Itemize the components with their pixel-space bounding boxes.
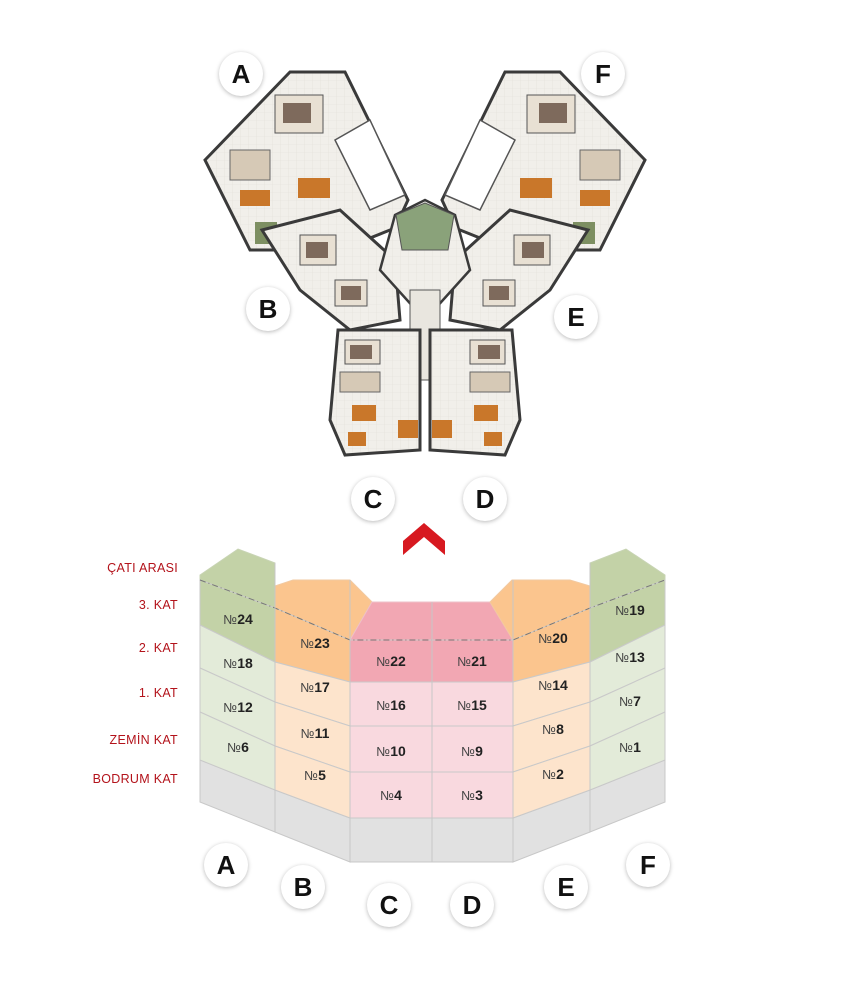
unit-label-19: №19 [615, 602, 645, 618]
diagram-wing-label-c: C [367, 883, 411, 927]
diagram-wing-label-e: E [544, 865, 588, 909]
wing-e-plan [448, 208, 591, 332]
plan-wing-label-a: A [219, 52, 263, 96]
unit-label-2: №2 [542, 766, 564, 782]
plan-wing-label-e: E [554, 295, 598, 339]
unit-label-9: №9 [461, 743, 483, 759]
up-arrow-icon [403, 523, 445, 555]
floor-label-cati-arasi: ÇATI ARASI [107, 561, 178, 575]
plan-wing-label-c: C [351, 477, 395, 521]
unit-label-4: №4 [380, 787, 402, 803]
unit-label-22: №22 [376, 653, 406, 669]
wing-c-plan [328, 328, 422, 457]
unit-label-11: №11 [301, 725, 330, 741]
diagram-wing-label-b: B [281, 865, 325, 909]
unit-label-23: №23 [300, 635, 330, 651]
unit-label-13: №13 [615, 649, 645, 665]
wing-b-plan [259, 208, 402, 332]
unit-label-18: №18 [223, 655, 253, 671]
unit-label-10: №10 [376, 743, 406, 759]
floor-label-3-kat: 3. KAT [138, 598, 178, 612]
unit-label-5: №5 [304, 767, 326, 783]
plan-wing-label-d: D [463, 477, 507, 521]
plan-wing-label-f: F [581, 52, 625, 96]
unit-label-21: №21 [457, 653, 487, 669]
wing-a-plan [203, 70, 410, 252]
floor-label-2-kat: 2. KAT [138, 641, 178, 655]
unit-label-17: №17 [300, 679, 330, 695]
unit-label-7: №7 [619, 693, 641, 709]
unit-label-8: №8 [542, 721, 564, 737]
basement-wing-c [349, 817, 433, 863]
floor-label-bodrum-kat: BODRUM KAT [92, 772, 178, 786]
unit-label-1: №1 [619, 739, 641, 755]
unit-label-3: №3 [461, 787, 483, 803]
unit-label-6: №6 [227, 739, 249, 755]
floor-plan [203, 70, 647, 457]
unit-label-24: №24 [223, 611, 253, 627]
floor-label-1-kat: 1. KAT [138, 686, 178, 700]
floor-label-zemin-kat: ZEMİN KAT [109, 733, 178, 747]
wing-f-plan [440, 70, 647, 252]
diagram-wing-label-d: D [450, 883, 494, 927]
unit-label-12: №12 [223, 699, 253, 715]
plan-wing-label-b: B [246, 287, 290, 331]
unit-label-20: №20 [538, 630, 568, 646]
unit-label-15: №15 [457, 697, 487, 713]
basement-wing-d [431, 817, 514, 863]
wing-d-plan [428, 328, 522, 457]
diagram-wing-label-a: A [204, 843, 248, 887]
unit-label-16: №16 [376, 697, 406, 713]
wing-separators [274, 563, 591, 862]
unit-label-14: №14 [538, 677, 568, 693]
units-layer: №24 №18 №12 №6 №23 №17 №11 №5 №22 №16 №10 №4 №21 №15 №… [199, 579, 666, 819]
basement-block [199, 759, 666, 863]
diagram-wing-label-f: F [626, 843, 670, 887]
